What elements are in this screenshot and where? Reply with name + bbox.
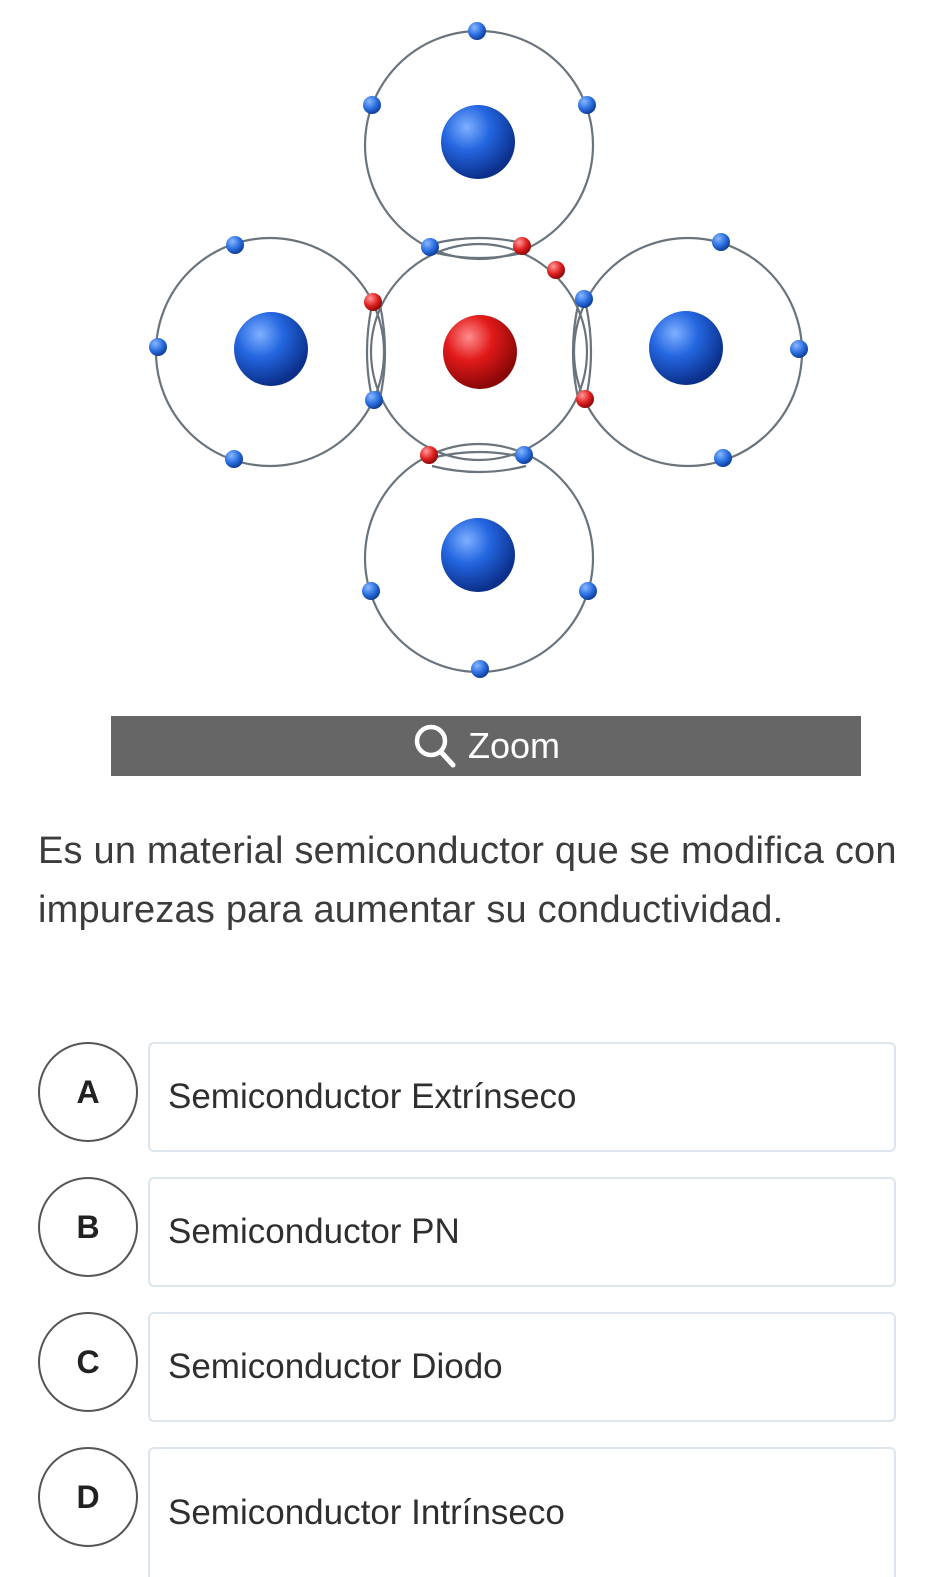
option-letter-b[interactable]: B	[38, 1177, 138, 1277]
orbit-center	[369, 242, 589, 462]
option-label-d[interactable]: Semiconductor Intrínseco	[148, 1447, 896, 1577]
nucleus-left	[234, 312, 308, 386]
electron	[225, 450, 243, 468]
impurity-electron	[576, 390, 594, 408]
electron	[471, 660, 489, 678]
zoom-label: Zoom	[467, 725, 561, 766]
option-d[interactable]: D Semiconductor Intrínseco	[38, 1447, 900, 1577]
impurity-electron	[364, 293, 382, 311]
nucleus-bottom	[441, 518, 515, 592]
electron	[579, 582, 597, 600]
zoom-button[interactable]: Zoom	[111, 716, 861, 776]
electron	[421, 238, 439, 256]
electron	[712, 233, 730, 251]
electron	[149, 338, 167, 356]
electron	[226, 236, 244, 254]
option-label-a[interactable]: Semiconductor Extrínseco	[148, 1042, 896, 1152]
option-a[interactable]: A Semiconductor Extrínseco	[38, 1042, 900, 1156]
nucleus-center-impurity	[443, 315, 517, 389]
atom-lattice-svg	[149, 22, 808, 678]
electron	[714, 449, 732, 467]
nucleus-top	[441, 105, 515, 179]
option-label-b[interactable]: Semiconductor PN	[148, 1177, 896, 1287]
question-text: Es un material semiconductor que se modi…	[38, 830, 897, 931]
impurity-electron	[513, 237, 531, 255]
atom-lattice-diagram	[0, 0, 938, 705]
electron	[515, 446, 533, 464]
option-letter-a[interactable]: A	[38, 1042, 138, 1142]
option-c[interactable]: C Semiconductor Diodo	[38, 1312, 900, 1426]
impurity-electron	[420, 446, 438, 464]
nucleus-right	[649, 311, 723, 385]
electron	[790, 340, 808, 358]
electron	[365, 391, 383, 409]
electron	[362, 582, 380, 600]
option-b[interactable]: B Semiconductor PN	[38, 1177, 900, 1291]
option-letter-d[interactable]: D	[38, 1447, 138, 1547]
electron	[363, 96, 381, 114]
electron	[575, 290, 593, 308]
electron	[468, 22, 486, 40]
option-letter-c[interactable]: C	[38, 1312, 138, 1412]
impurity-electron	[547, 261, 565, 279]
magnifier-icon	[412, 723, 458, 769]
option-label-c[interactable]: Semiconductor Diodo	[148, 1312, 896, 1422]
electron	[578, 96, 596, 114]
